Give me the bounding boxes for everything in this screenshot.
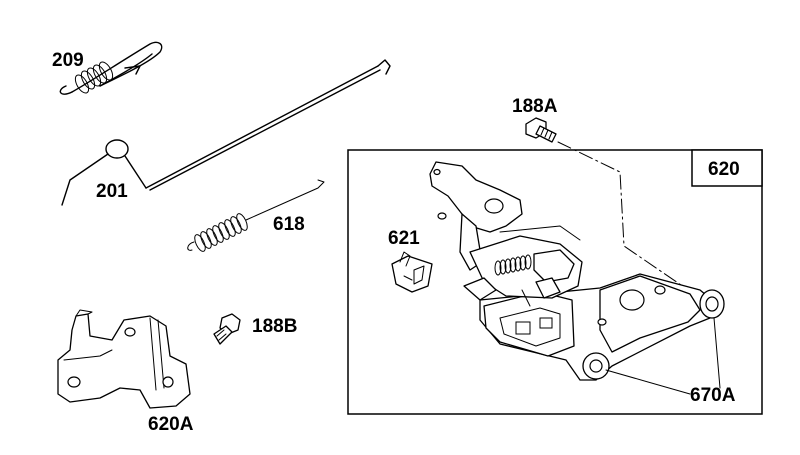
leader-188A [557,141,701,299]
control-bracket-assembly-icon [429,161,725,381]
leader-670A-upper [713,317,721,389]
label-201: 201 [96,181,128,202]
screw-icon-188A [525,117,557,143]
label-188A: 188A [512,96,558,117]
governor-link-rod-icon [61,59,391,206]
label-209: 209 [52,50,84,71]
label-620A: 620A [148,414,194,435]
label-670A: 670A [690,385,736,406]
label-621: 621 [388,228,420,249]
clip-icon [391,251,433,293]
screw-icon-188B [213,313,241,345]
bracket-plate-icon [57,309,191,409]
leader-670A-lower [605,369,691,395]
label-620: 620 [708,159,740,180]
spring-clip-icon [59,41,163,95]
assembly-label-box [691,149,763,187]
extension-spring-icon [187,179,325,252]
label-618: 618 [273,214,305,235]
label-188B: 188B [252,316,297,337]
assembly-frame [347,149,763,415]
